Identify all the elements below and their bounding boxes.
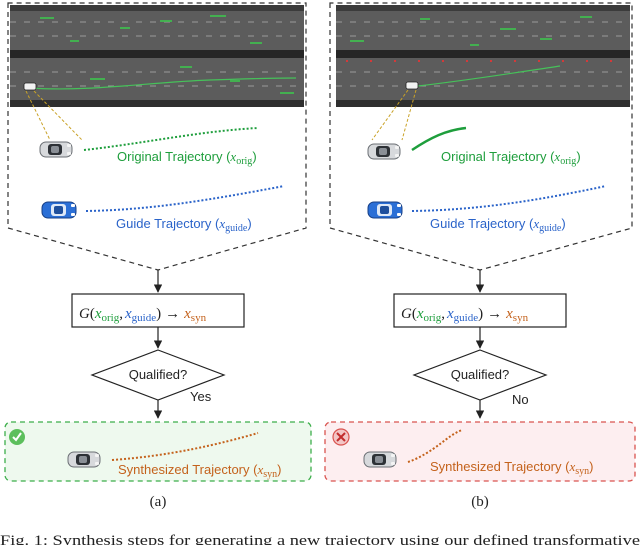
original-trajectory-label: Original Trajectory (xorig) (117, 149, 257, 167)
guide-trajectory-line (85, 185, 285, 212)
road-scene-b (336, 5, 630, 107)
guide-car-icon (41, 201, 77, 219)
check-circle-icon (9, 429, 25, 445)
caption-b: (b) (471, 494, 489, 510)
decision-label-a: Qualified? (129, 367, 188, 382)
caption-a: (a) (150, 494, 167, 510)
panel-a: Original Trajectory (xorig) Guide Trajec… (4, 2, 312, 510)
formula-box-b (393, 293, 567, 328)
original-trajectory-label-b: Original Trajectory (xorig) (441, 149, 581, 167)
panel-b-frame (329, 2, 633, 271)
guide-trajectory-label-b: Guide Trajectory (xguide) (430, 216, 566, 234)
original-car-icon (367, 143, 401, 160)
synthesized-trajectory-label-b: Synthesized Trajectory (xsyn) (430, 459, 593, 477)
formula-a: G(xorig,xguide)→xsyn (79, 306, 207, 324)
synthesized-trajectory-label-a: Synthesized Trajectory (xsyn) (118, 462, 281, 480)
synthesized-trajectory-line-b (407, 429, 463, 463)
synthesized-trajectory-line-a (111, 432, 259, 461)
x-circle-icon (332, 428, 350, 446)
synthesized-car-icon (363, 451, 397, 468)
result-box-b (324, 421, 636, 482)
panel-b: Original Trajectory (xorig) Guide Trajec… (324, 2, 636, 510)
formula-b: G(xorig,xguide)→xsyn (401, 306, 529, 324)
guide-trajectory-line-b (411, 185, 607, 212)
road-scene-a (10, 5, 304, 107)
figure-caption: Fig. 1: Synthesis steps for generating a… (0, 533, 640, 545)
guide-trajectory-label: Guide Trajectory (xguide) (116, 216, 252, 234)
branch-label-b: No (512, 392, 529, 407)
original-trajectory-line (83, 127, 259, 151)
decision-label-b: Qualified? (451, 367, 510, 382)
formula-box-a (71, 293, 245, 328)
guide-car-icon (367, 201, 403, 219)
branch-label-a: Yes (190, 389, 212, 404)
original-trajectory-line-b (411, 126, 467, 152)
original-car-icon (39, 141, 73, 158)
synthesized-car-icon (67, 451, 101, 468)
